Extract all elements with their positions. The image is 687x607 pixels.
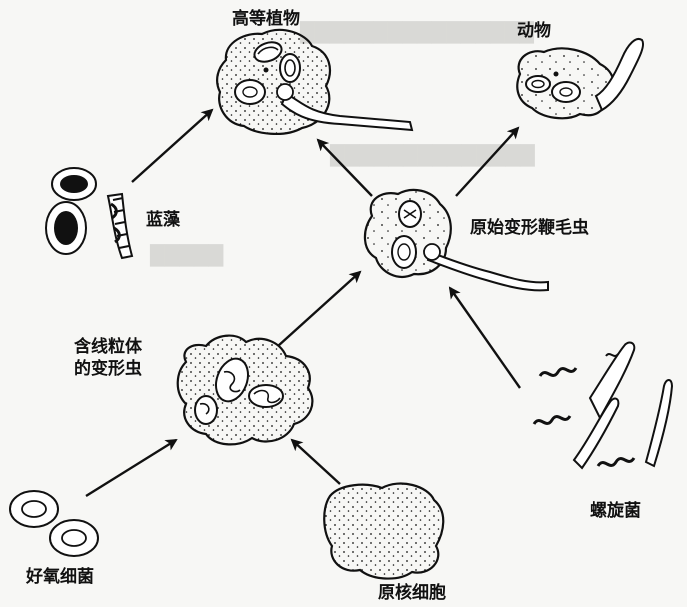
label-higher-plants: 高等植物	[232, 8, 300, 30]
label-prokaryotic-cell: 原核细胞	[378, 582, 446, 604]
nucleus	[235, 80, 265, 104]
amoeba-with-mitochondria	[178, 336, 313, 445]
arrow-flagellate-to-animals	[456, 128, 518, 196]
arrow-amoeba-to-flagellate	[278, 272, 360, 346]
label-amoeba-line-1: 含线粒体	[74, 336, 142, 358]
evolution-arrows	[86, 110, 520, 496]
arrow-spirochete-to-flagellate	[450, 288, 520, 388]
aerobic-bacteria	[10, 491, 98, 556]
mitochondrion	[280, 54, 300, 82]
flagellum	[428, 252, 548, 290]
arrow-cyanobacteria-to-higher-plants	[132, 110, 212, 182]
label-animals: 动物	[517, 20, 551, 42]
arrow-flagellate-to-higher-plants	[318, 140, 372, 196]
primitive-amoeboflagellate	[365, 190, 548, 290]
cyanobacteria	[46, 168, 132, 258]
arrow-aerobic-bacteria-to-amoeba	[86, 440, 176, 496]
label-primitive-amoeboflagellate: 原始变形鞭毛虫	[470, 217, 589, 239]
higher-plant-cell	[217, 30, 412, 134]
nucleus	[552, 82, 580, 102]
label-amoeba-line-2: 的变形虫	[74, 358, 142, 380]
spirochete	[534, 343, 672, 468]
animal-cell	[517, 39, 643, 118]
mitochondrion	[526, 76, 550, 92]
mitochondrion	[195, 396, 217, 424]
prokaryotic-cell	[324, 484, 443, 579]
nucleus	[392, 236, 416, 268]
label-amoeba-with-mitochondria: 含线粒体 的变形虫	[74, 336, 142, 380]
arrow-prokaryote-to-amoeba	[292, 440, 340, 484]
label-spirochete: 螺旋菌	[590, 500, 641, 522]
label-aerobic-bacteria: 好氧细菌	[26, 566, 94, 588]
label-cyanobacteria: 蓝藻	[146, 209, 180, 231]
mitochondrion	[249, 385, 283, 407]
mitochondrion	[399, 201, 421, 227]
